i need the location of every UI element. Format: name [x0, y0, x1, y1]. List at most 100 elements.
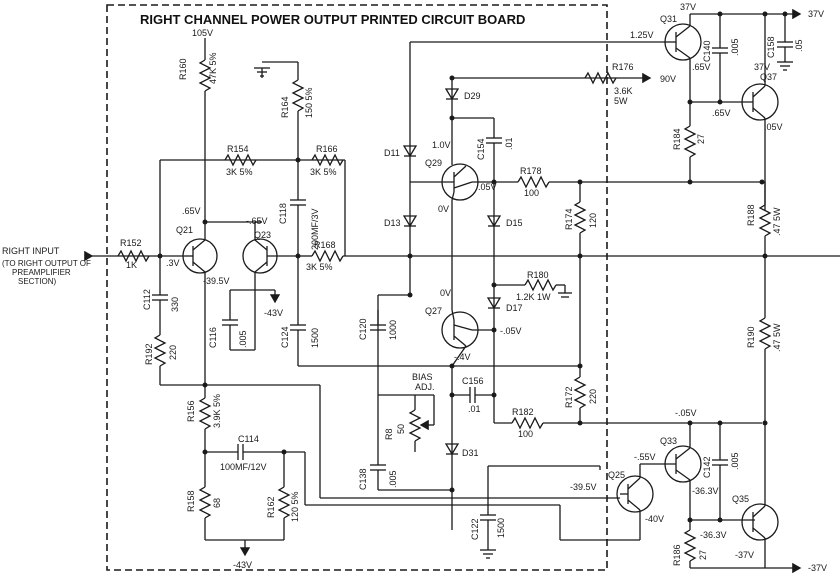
svg-text:-.4V: -.4V [454, 352, 471, 362]
resistor-r174: R174 120 [564, 182, 598, 366]
svg-text:R184: R184 [672, 128, 682, 150]
input-note-1: (TO RIGHT OUTPUT OF [2, 259, 91, 268]
svg-text:Q35: Q35 [732, 494, 749, 504]
svg-text:.47 5W: .47 5W [772, 323, 782, 352]
svg-text:150 5%: 150 5% [304, 87, 314, 118]
svg-text:Q23: Q23 [254, 230, 271, 240]
diode-d11: D11 [384, 145, 418, 158]
svg-text:.65V: .65V [182, 206, 201, 216]
capacitor-c158: C158 .05 [766, 11, 804, 71]
svg-text:C140: C140 [702, 40, 712, 62]
capacitor-c140: C140 .005 [702, 11, 740, 102]
svg-text:3.6K: 3.6K [614, 86, 633, 96]
svg-text:.005: .005 [730, 38, 740, 56]
svg-text:0V: 0V [440, 288, 451, 298]
resistor-r190: R190 .47 5W [746, 256, 782, 426]
svg-text:R178: R178 [520, 166, 542, 176]
svg-text:50: 50 [396, 424, 406, 434]
svg-text:-.05V: -.05V [500, 326, 522, 336]
svg-text:C114: C114 [238, 434, 259, 444]
svg-text:D17: D17 [506, 303, 523, 313]
svg-text:R176: R176 [612, 62, 634, 72]
svg-text:C138: C138 [358, 468, 368, 490]
svg-text:-39.5V: -39.5V [203, 276, 230, 286]
svg-text:120 5%: 120 5% [290, 491, 300, 522]
svg-text:-36.3V: -36.3V [700, 530, 727, 540]
svg-text:R172: R172 [564, 386, 574, 408]
svg-text:-.65V: -.65V [246, 216, 268, 226]
resistor-r164: R164 150 5% [254, 61, 314, 160]
svg-text:-.05V: -.05V [675, 408, 697, 418]
svg-text:C156: C156 [462, 376, 484, 386]
svg-text:.005: .005 [388, 470, 398, 488]
svg-text:R154: R154 [227, 144, 249, 154]
resistor-r180: R180 1.2K 1W [491, 270, 572, 302]
transistor-q29: Q29 1.0V 0V .05V [410, 140, 497, 310]
input-section: RIGHT INPUT (TO RIGHT OUTPUT OF PREAMPLI… [2, 246, 185, 286]
resistor-r182: R182 100 [493, 395, 762, 439]
svg-text:-40V: -40V [645, 514, 664, 524]
svg-text:3K 5%: 3K 5% [226, 167, 253, 177]
diode-d17: D17 [486, 297, 523, 313]
svg-text:100: 100 [518, 429, 533, 439]
capacitor-c142: C142 .005 [702, 420, 740, 520]
svg-text:Q37: Q37 [760, 72, 777, 82]
svg-text:-39.5V: -39.5V [570, 482, 597, 492]
svg-text:ADJ.: ADJ. [415, 382, 435, 392]
svg-text:37V: 37V [754, 62, 770, 72]
svg-text:.05: .05 [794, 39, 804, 52]
svg-text:.05V: .05V [764, 122, 783, 132]
svg-text:Q25: Q25 [608, 470, 625, 480]
svg-text:3.9K 5%: 3.9K 5% [212, 394, 222, 428]
svg-text:27: 27 [696, 134, 706, 144]
svg-text:R158: R158 [186, 490, 196, 512]
svg-text:.65V: .65V [692, 62, 711, 72]
rail-37v: 37V [808, 9, 824, 19]
transistor-q35: Q35 -36.3V -37V [700, 423, 779, 568]
svg-text:R182: R182 [512, 407, 534, 417]
svg-text:D31: D31 [462, 448, 479, 458]
svg-text:3K 5%: 3K 5% [306, 262, 333, 272]
diode-d15: D15 [486, 215, 523, 228]
svg-text:C142: C142 [702, 456, 712, 478]
resistor-r158: R158 68 [186, 452, 222, 540]
input-label: RIGHT INPUT [2, 246, 60, 256]
diode-d29: D29 [444, 88, 481, 101]
svg-text:105V: 105V [192, 28, 213, 38]
transistor-q33: Q33 -.05V -.55V -36.3V [634, 408, 719, 510]
capacitor-c120: C120 1000 [358, 310, 398, 340]
capacitor-c124: C124 1500 [280, 256, 580, 367]
resistor-r178: R178 100 [517, 166, 762, 198]
svg-text:220: 220 [168, 345, 178, 360]
potentiometer-r8-bias-adj: BIAS ADJ. R8 50 [378, 372, 435, 452]
svg-text:-36.3V: -36.3V [692, 486, 719, 496]
svg-text:Q33: Q33 [660, 436, 677, 446]
svg-text:C120: C120 [358, 318, 368, 340]
svg-text:1000: 1000 [388, 320, 398, 340]
rail-neg37v: -37V [808, 563, 827, 573]
svg-text:100MF/12V: 100MF/12V [220, 462, 267, 472]
svg-text:Q31: Q31 [660, 14, 677, 24]
svg-text:-43V: -43V [264, 308, 283, 318]
svg-text:1.2K 1W: 1.2K 1W [516, 292, 551, 302]
transistor-q21: Q21 .65V .3V -39.5V [166, 206, 230, 385]
capacitor-c112: C112 330 [142, 256, 180, 335]
svg-text:.47 5W: .47 5W [772, 207, 782, 236]
bottom-rail-voltage: -43V [233, 560, 252, 570]
svg-text:C118: C118 [278, 203, 288, 224]
capacitor-c156: C156 .01 [449, 366, 497, 530]
svg-text:1500: 1500 [496, 518, 506, 538]
resistor-r172: R172 220 [564, 363, 598, 423]
svg-text:330: 330 [170, 297, 180, 312]
svg-text:.005: .005 [730, 452, 740, 470]
input-note-3: SECTION) [18, 277, 57, 286]
svg-text:D11: D11 [384, 148, 400, 158]
capacitor-c118: C118 200MF/3V [278, 160, 320, 256]
svg-text:R192: R192 [144, 343, 154, 365]
svg-text:1K: 1K [126, 260, 137, 270]
board-title: RIGHT CHANNEL POWER OUTPUT PRINTED CIRCU… [140, 12, 525, 27]
resistor-r156: R156 3.9K 5% [186, 382, 222, 452]
svg-text:220: 220 [588, 389, 598, 404]
resistor-r152: R152 1K [117, 238, 150, 270]
